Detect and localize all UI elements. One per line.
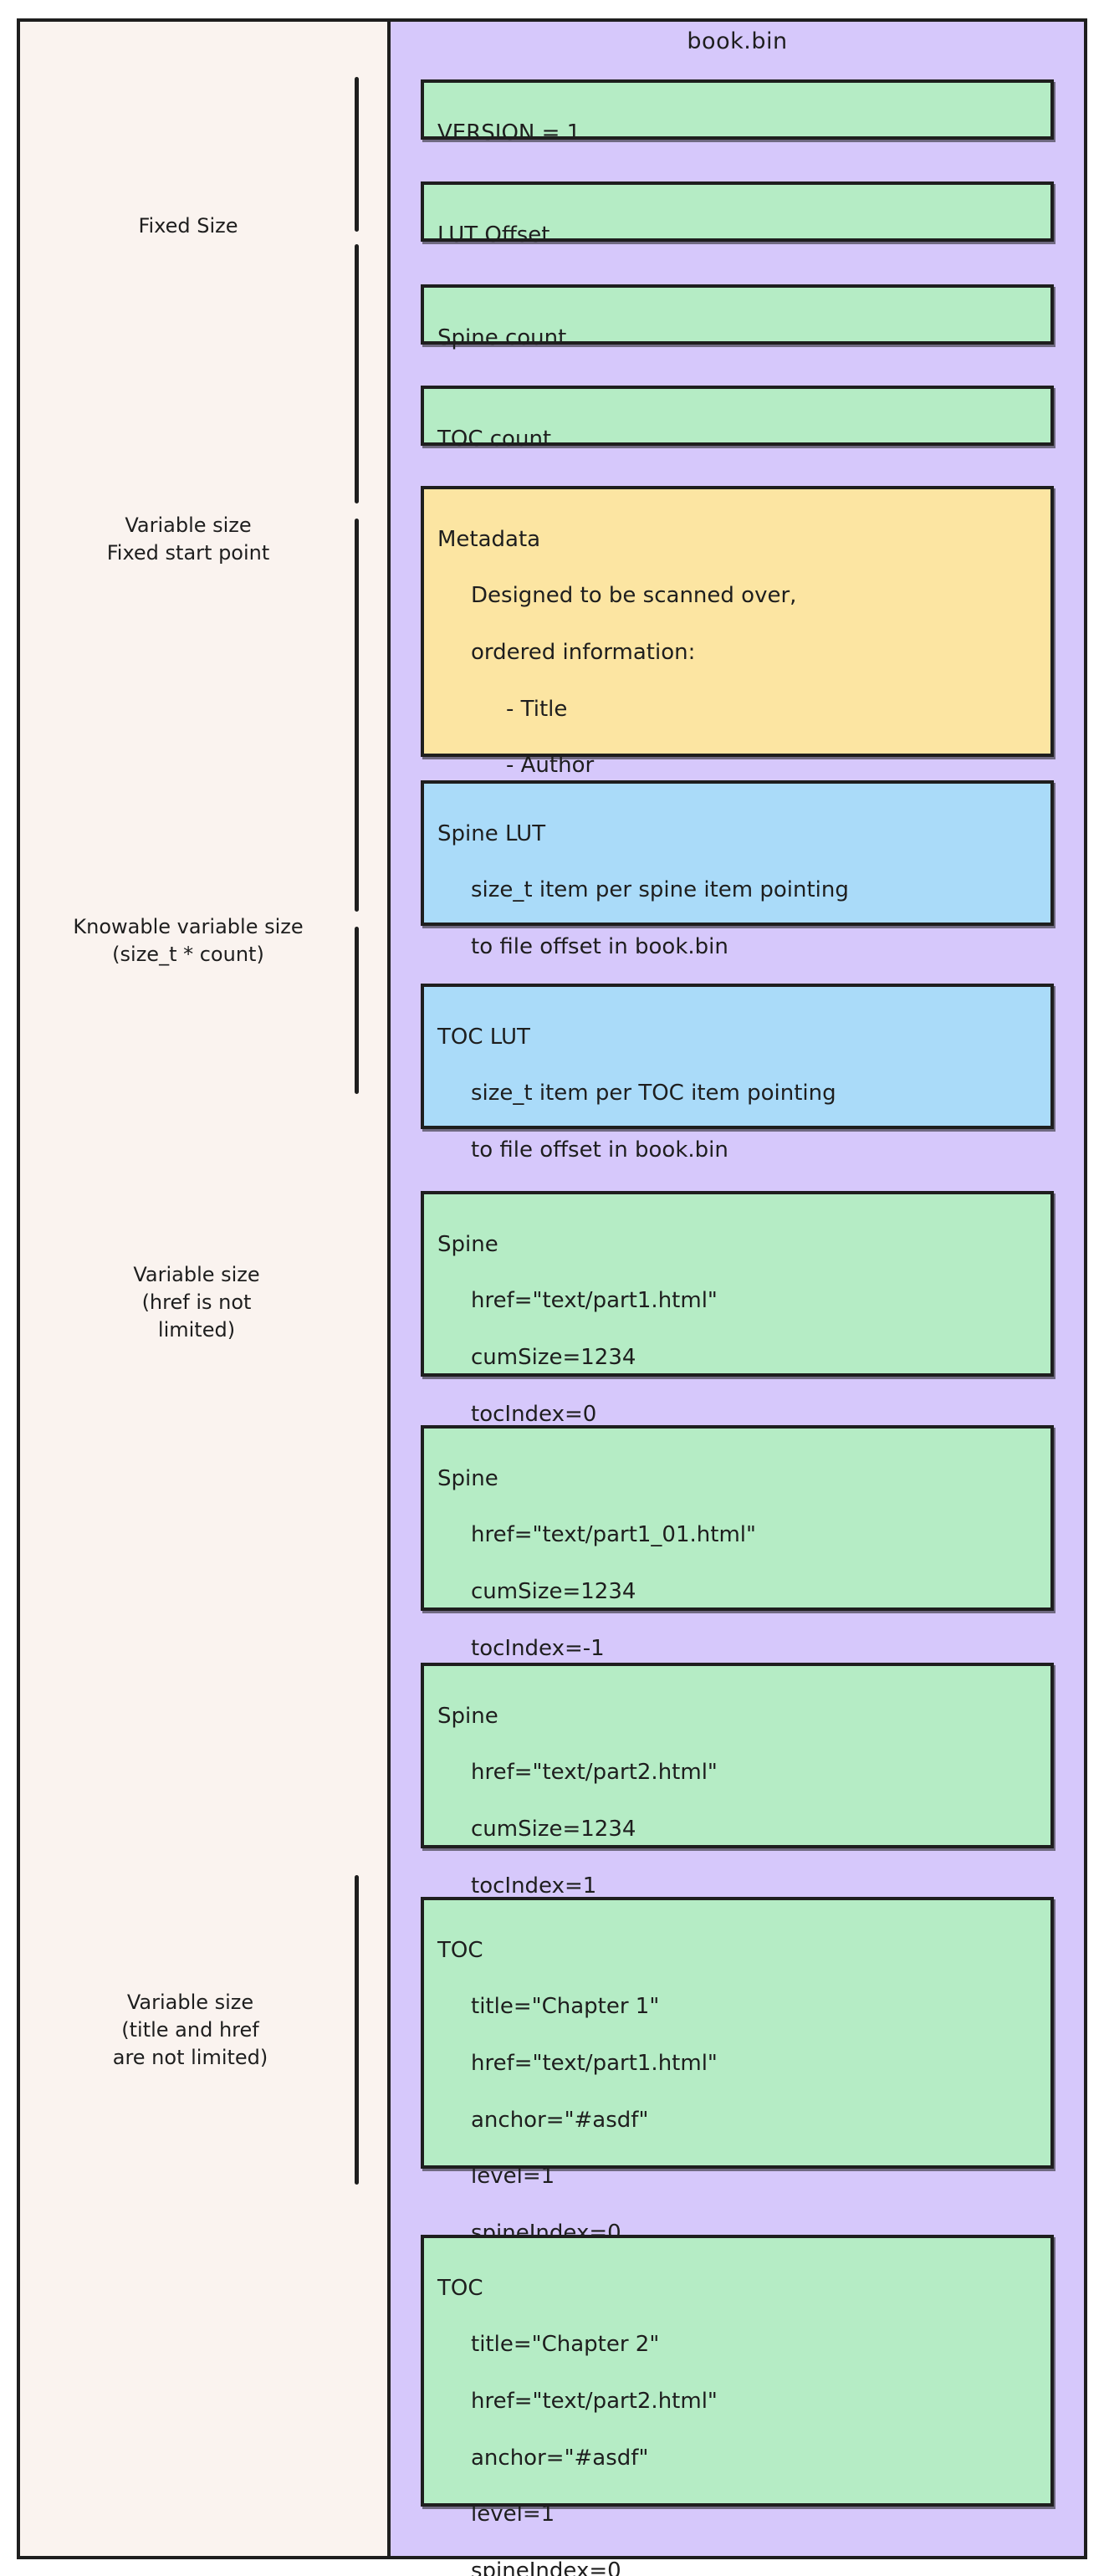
block-spine-1-header: Spine — [437, 1231, 498, 1257]
block-metadata-item-title: - Title — [506, 696, 568, 722]
block-toc-lut-line-2: to file offset in book.bin — [471, 1137, 728, 1163]
block-spine-lut-line-2: to file offset in book.bin — [471, 933, 728, 959]
group-label-variable-title-href: Variable size (title and href are not li… — [112, 1991, 268, 2070]
bracket-variable-fixed-start — [355, 244, 359, 503]
block-spine-2-header: Spine — [437, 1465, 498, 1491]
block-spine-2: Spine href="text/part1_01.html" cumSize=… — [421, 1425, 1054, 1661]
block-spine-1-tocindex: tocIndex=0 — [471, 1401, 597, 1427]
block-spine-count-header: Spine count — [437, 325, 567, 350]
block-spine-count: Spine count — [421, 284, 1054, 350]
block-toc-2-header: TOC — [437, 2275, 483, 2301]
file-title: book.bin — [687, 28, 788, 54]
bracket-knowable-variable — [355, 519, 359, 912]
block-spine-2-href: href="text/part1_01.html" — [471, 1522, 756, 1548]
block-lut-offset-header: LUT Offset — [437, 222, 550, 248]
block-spine-1: Spine href="text/part1.html" cumSize=123… — [421, 1191, 1054, 1427]
group-label-knowable-variable: Knowable variable size (size_t * count) — [73, 915, 304, 967]
block-toc-count-header: TOC count — [437, 426, 552, 452]
block-metadata: Metadata Designed to be scanned over, or… — [421, 486, 1054, 835]
block-toc-2-href: href="text/part2.html" — [471, 2388, 718, 2414]
block-spine-3-header: Spine — [437, 1703, 498, 1729]
block-spine-3: Spine href="text/part2.html" cumSize=123… — [421, 1663, 1054, 1899]
block-toc-lut-line-1: size_t item per TOC item pointing — [471, 1081, 836, 1107]
block-spine-3-cumsize: cumSize=1234 — [471, 1816, 636, 1842]
block-toc-2-title: title="Chapter 2" — [471, 2332, 660, 2358]
group-label-fixed-size: Fixed Size — [138, 214, 238, 238]
bracket-fixed-size — [355, 77, 359, 232]
block-toc-1-title: title="Chapter 1" — [471, 1994, 660, 2020]
block-toc-1-header: TOC — [437, 1937, 483, 1963]
block-toc-1-anchor: anchor="#asdf" — [471, 2107, 649, 2133]
block-spine-1-href: href="text/part1.html" — [471, 1288, 718, 1314]
annotation-column — [17, 18, 391, 2559]
group-label-variable-fixed-start: Variable size Fixed start point — [106, 514, 270, 565]
block-metadata-line-2: ordered information: — [471, 639, 696, 665]
block-spine-2-tocindex: tocIndex=-1 — [471, 1635, 605, 1661]
bracket-variable-href — [355, 927, 359, 1094]
group-label-variable-href: Variable size (href is not limited) — [133, 1263, 260, 1342]
block-toc-count: TOC count — [421, 386, 1054, 452]
block-spine-lut: Spine LUT size_t item per spine item poi… — [421, 780, 1054, 959]
block-toc-1-level: level=1 — [471, 2164, 555, 2190]
bracket-variable-title-href — [355, 1875, 359, 2185]
block-spine-2-cumsize: cumSize=1234 — [471, 1578, 636, 1604]
block-metadata-line-1: Designed to be scanned over, — [471, 583, 797, 609]
block-lut-offset: LUT Offset — [421, 181, 1054, 248]
block-spine-1-cumsize: cumSize=1234 — [471, 1344, 636, 1370]
block-toc-lut-header: TOC LUT — [437, 1024, 530, 1050]
block-toc-2: TOC title="Chapter 2" href="text/part2.h… — [421, 2235, 1054, 2576]
block-toc-1-href: href="text/part1.html" — [471, 2050, 718, 2076]
block-toc-lut: TOC LUT size_t item per TOC item pointin… — [421, 984, 1054, 1163]
block-metadata-header: Metadata — [437, 526, 541, 552]
block-version-header: VERSION = 1 — [437, 120, 581, 146]
block-spine-lut-header: Spine LUT — [437, 820, 546, 846]
block-version: VERSION = 1 — [421, 79, 1054, 146]
block-spine-3-tocindex: tocIndex=1 — [471, 1873, 597, 1899]
block-spine-3-href: href="text/part2.html" — [471, 1760, 718, 1786]
block-toc-2-level: level=1 — [471, 2502, 555, 2527]
block-toc-2-anchor: anchor="#asdf" — [471, 2445, 649, 2471]
block-spine-lut-line-1: size_t item per spine item pointing — [471, 877, 849, 903]
block-toc-1: TOC title="Chapter 1" href="text/part1.h… — [421, 1897, 1054, 2246]
block-toc-2-spineindex: spineIndex=0 — [471, 2558, 621, 2576]
block-metadata-item-author: - Author — [506, 753, 595, 779]
